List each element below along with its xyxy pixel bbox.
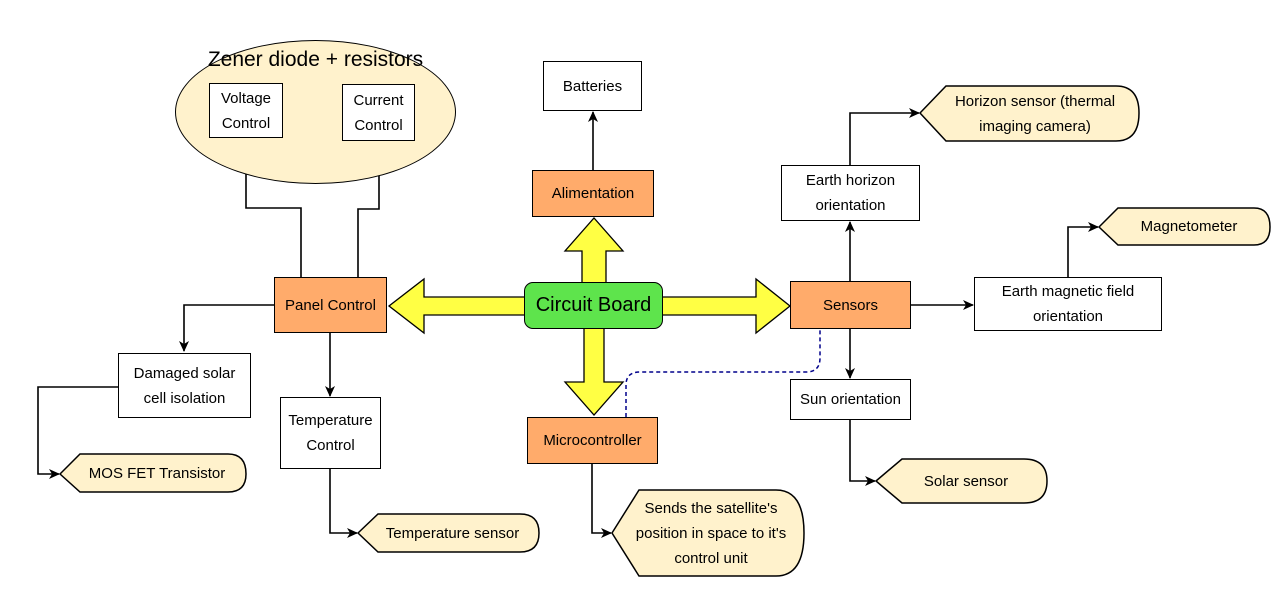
arrow-sun-solar xyxy=(849,420,876,486)
dashed-link-micro-sensors xyxy=(625,329,821,417)
callout-shape-solar-sensor xyxy=(874,458,1048,504)
callout-shape-sends-position xyxy=(611,489,805,577)
sun-orientation-box: Sun orientation xyxy=(790,379,911,420)
yellow-arrow-down xyxy=(563,327,625,416)
arrow-magnetic-magnetometer xyxy=(1067,222,1099,277)
arrow-panel-damaged xyxy=(179,304,274,352)
callout-shape-magnetometer xyxy=(1097,207,1271,246)
alimentation-node: Alimentation xyxy=(532,170,654,217)
callout-shape-temperature-sensor xyxy=(356,513,540,553)
arrow-micro-sends xyxy=(591,464,612,538)
yellow-arrow-left xyxy=(387,277,526,335)
yellow-arrow-right xyxy=(661,277,792,335)
batteries-box: Batteries xyxy=(543,61,642,111)
temperature-sensor-callout: Temperature sensor xyxy=(385,524,520,542)
temperature-control-box: Temperature Control xyxy=(280,397,381,469)
voltage-control-box: Voltage Control xyxy=(209,83,283,138)
arrow-temperature-sensor xyxy=(329,469,358,538)
horizon-sensor-callout: Horizon sensor (thermal imaging camera) xyxy=(954,92,1116,135)
earth-horizon-box: Earth horizon orientation xyxy=(781,165,920,221)
solar-sensor-callout: Solar sensor xyxy=(923,472,1009,490)
circuit-board-node: Circuit Board xyxy=(524,282,663,329)
sensors-node: Sensors xyxy=(790,281,911,329)
magnetometer-callout: Magnetometer xyxy=(1140,218,1238,235)
earth-magnetic-box: Earth magnetic field orientation xyxy=(974,277,1162,331)
panel-control-node: Panel Control xyxy=(274,277,387,333)
yellow-arrow-up xyxy=(563,217,625,284)
damaged-solar-box: Damaged solar cell isolation xyxy=(118,353,251,418)
callout-shape-horizon-sensor xyxy=(918,85,1140,142)
zener-group-title: Zener diode + resistors xyxy=(207,48,424,71)
mos-fet-callout: MOS FET Transistor xyxy=(88,464,226,482)
microcontroller-node: Microcontroller xyxy=(527,417,658,464)
current-control-box: Current Control xyxy=(342,84,415,141)
arrow-horizon-callout xyxy=(849,108,920,165)
arrow-damaged-mosfet xyxy=(37,386,118,479)
sends-position-callout: Sends the satellite's position in space … xyxy=(635,499,787,567)
callout-shape-mos-fet xyxy=(58,453,247,493)
